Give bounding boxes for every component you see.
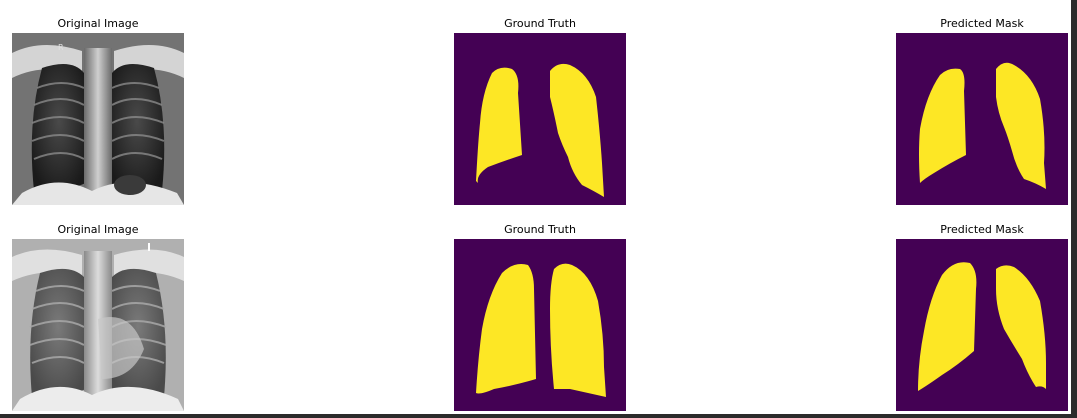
row1-ground-truth-mask [454, 33, 626, 205]
row2-original-title: Original Image [57, 223, 139, 236]
row1-original-title: Original Image [57, 17, 139, 30]
row2-ground-truth-title: Ground Truth [504, 223, 576, 236]
row2-ground-truth-mask [454, 239, 626, 411]
row2-predicted-mask [896, 239, 1068, 411]
row2-predicted-title: Predicted Mask [940, 223, 1024, 236]
row1-xray-marker: R [58, 43, 64, 52]
vertical-scrollbar[interactable] [1071, 0, 1077, 418]
row2-original-xray-image [12, 239, 184, 411]
row1-ground-truth-title: Ground Truth [504, 17, 576, 30]
row1-predicted-mask [896, 33, 1068, 205]
horizontal-scrollbar[interactable] [0, 414, 1077, 418]
row1-original-xray-image: R [12, 33, 184, 205]
row1-predicted-title: Predicted Mask [940, 17, 1024, 30]
